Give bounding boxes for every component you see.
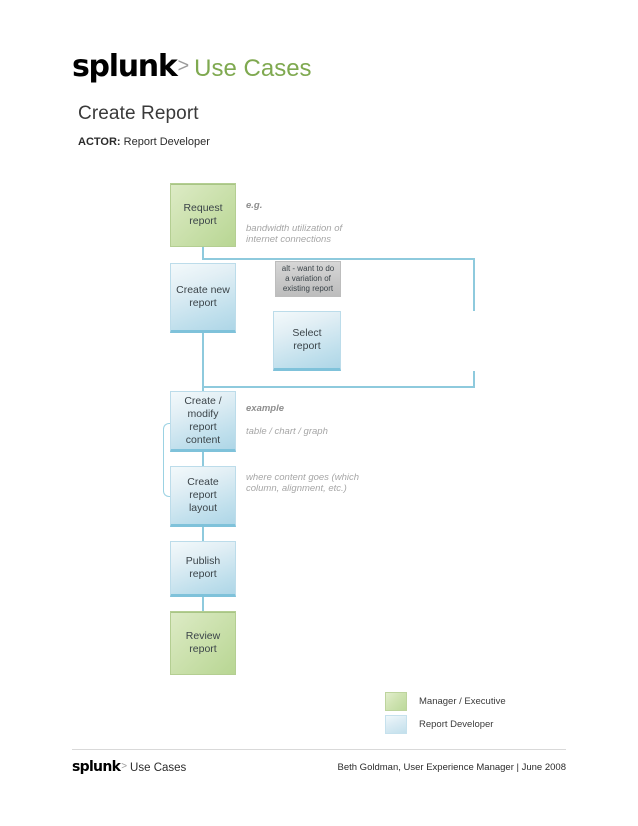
flow-node-label: Publish report [185, 555, 221, 580]
legend-item-report-developer: Report Developer [385, 713, 506, 736]
legend-label: Report Developer [419, 719, 494, 730]
actor-label: ACTOR: [78, 136, 121, 148]
flow-node-label: Review report [185, 630, 221, 655]
flow-node-create-report-layout[interactable]: Create report layout [170, 466, 236, 527]
flow-node-label: Create / modify report content [184, 394, 222, 446]
connector-publish-to-review [202, 597, 204, 611]
connector-createnew-down [202, 333, 204, 388]
legend: Manager / Executive Report Developer [385, 690, 506, 736]
header-brand-suffix: Use Cases [194, 55, 312, 82]
connector-request-down [202, 247, 204, 260]
flow-node-review-report[interactable]: Review report [170, 611, 236, 675]
flow-note-alt-variation: alt - want to do a variation of existing… [275, 261, 341, 297]
flow-node-create-modify-content[interactable]: Create / modify report content [170, 391, 236, 452]
flow-node-publish-report[interactable]: Publish report [170, 541, 236, 597]
legend-label: Manager / Executive [419, 696, 506, 707]
annotation-text: table / chart / graph [246, 425, 328, 437]
chevron-right-icon-footer: > [121, 761, 128, 772]
annotation-strong: e.g. [246, 199, 263, 211]
annotation-text: bandwidth utilization of internet connec… [246, 222, 343, 246]
legend-swatch-green [385, 692, 407, 711]
splunk-wordmark: splunk [72, 49, 178, 84]
connector-layout-to-publish [202, 527, 204, 541]
legend-item-manager-executive: Manager / Executive [385, 690, 506, 713]
footer-brand: splunk > Use Cases [72, 760, 186, 774]
annotation-report-content: example table / chart / graph [246, 391, 426, 437]
flow-node-create-new-report[interactable]: Create new report [170, 263, 236, 333]
connector-merge-bottom [202, 386, 474, 388]
flow-node-label: Request report [183, 202, 223, 227]
flow-note-label: alt - want to do a variation of existing… [281, 264, 335, 293]
page-title: Create Report [78, 103, 199, 124]
connector-split-top [202, 258, 474, 260]
connector-content-to-layout [202, 452, 204, 466]
connector-loop-layout-to-content [163, 423, 172, 497]
flow-node-label: Select report [292, 327, 322, 352]
footer-brand-suffix: Use Cases [130, 762, 187, 774]
flow-node-request-report[interactable]: Request report [170, 183, 236, 247]
flow-node-label: Create new report [176, 284, 230, 309]
annotation-request-report: e.g. bandwidth utilization of internet c… [246, 188, 426, 246]
splunk-wordmark-footer: splunk [72, 759, 121, 775]
footer-credit: Beth Goldman, User Experience Manager | … [337, 762, 567, 773]
header-brand: splunk > Use Cases [72, 52, 312, 83]
annotation-report-layout: where content goes (which column, alignm… [246, 460, 436, 495]
flow-node-label: Create report layout [187, 476, 219, 514]
flow-node-select-report[interactable]: Select report [273, 311, 341, 371]
legend-swatch-blue [385, 715, 407, 734]
connector-alt-down [473, 258, 475, 311]
connector-merge-into-content [202, 386, 204, 393]
footer-divider [72, 749, 566, 750]
chevron-right-icon: > [177, 55, 190, 77]
connector-select-down [473, 371, 475, 388]
actor-value: Report Developer [123, 136, 210, 148]
annotation-text: where content goes (which column, alignm… [246, 471, 360, 495]
actor-line: ACTOR: Report Developer [78, 136, 210, 148]
annotation-strong: example [246, 402, 285, 414]
